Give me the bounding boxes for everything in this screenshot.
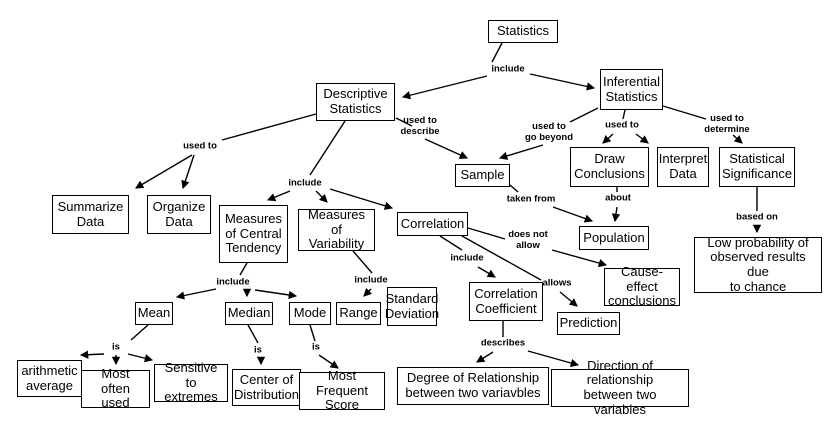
edge-label-taken-from: taken from xyxy=(506,193,556,205)
node-interpret-data[interactable]: Interpret Data xyxy=(657,147,709,187)
node-direction-relationship[interactable]: Direction of relationship between two va… xyxy=(551,358,689,416)
node-cause-effect[interactable]: Cause-effect conclusions xyxy=(604,264,680,308)
edge-label-used-to-left: used to xyxy=(183,140,217,152)
edge-usedto2-to-interpret xyxy=(635,133,649,144)
edge-gobeyond-to-sample xyxy=(498,144,544,160)
edge-label-does-not-allow: does not allow xyxy=(508,229,548,251)
edge-is3-to-mostfrequent xyxy=(318,354,339,369)
edge-label-based-on: based on xyxy=(736,211,778,223)
node-range[interactable]: Range xyxy=(336,302,381,325)
node-degree-relationship[interactable]: Degree of Relationship between two varia… xyxy=(397,367,549,405)
edge-about-to-population xyxy=(611,206,621,223)
edge-is-to-sensitive xyxy=(127,353,154,363)
edge-descriptive-to-usedto xyxy=(221,113,317,141)
node-low-probability[interactable]: Low probability of observed results due … xyxy=(694,235,822,293)
edge-usedto-to-summarize xyxy=(135,154,193,189)
node-inferential[interactable]: Inferential Statistics xyxy=(600,69,663,110)
edge-include2-to-correlation xyxy=(329,188,394,210)
node-statistical-significance[interactable]: Statistical Significance xyxy=(719,147,795,187)
edge-central-to-include4 xyxy=(239,262,248,276)
edge-allows-to-prediction xyxy=(559,291,578,307)
edge-is-to-arithmetic xyxy=(79,350,105,359)
node-summarize-data[interactable]: Summarize Data xyxy=(52,195,129,234)
edge-label-include-variability: include xyxy=(354,274,388,286)
edge-descriptive-to-include2 xyxy=(309,120,346,176)
node-standard-deviation[interactable]: Standard Deviation xyxy=(385,287,439,326)
edge-include2-to-central xyxy=(266,190,291,202)
node-correlation-coefficient[interactable]: Correlation Coefficient xyxy=(469,282,543,321)
node-draw-conclusions[interactable]: Draw Conclusions xyxy=(570,147,649,187)
node-median[interactable]: Median xyxy=(225,302,273,325)
node-mean[interactable]: Mean xyxy=(135,302,173,325)
edge-include4-to-mean xyxy=(175,288,217,300)
edge-include-to-inferential xyxy=(529,73,596,91)
node-organize-data[interactable]: Organize Data xyxy=(147,195,211,234)
edge-sample-to-takenfrom xyxy=(509,184,519,193)
edge-doesnot-to-causeeffect xyxy=(551,249,608,268)
edge-inferential-to-gobeyond xyxy=(569,107,599,123)
edge-label-is-median: is xyxy=(254,344,262,356)
edge-label-include-correlation: include xyxy=(450,252,484,264)
node-prediction[interactable]: Prediction xyxy=(557,312,620,335)
edge-variability-to-include5 xyxy=(352,250,373,274)
node-descriptive[interactable]: Descriptive Statistics xyxy=(316,83,395,121)
edge-label-is-mean: is xyxy=(112,341,120,353)
node-most-frequent-score[interactable]: Most Frequent Score xyxy=(299,368,385,412)
edge-include5-to-range xyxy=(363,287,373,297)
node-population[interactable]: Population xyxy=(579,226,649,250)
edge-label-about: about xyxy=(605,192,631,204)
edge-label-used-to-determine: used to determine xyxy=(704,113,750,135)
edge-statistics-to-include xyxy=(491,42,503,63)
edge-include4-to-mode xyxy=(254,289,298,300)
edge-label-describes: describes xyxy=(480,337,526,349)
node-sensitive-extremes[interactable]: Sensitive to extremes xyxy=(154,360,228,404)
edge-include3-to-coefficient xyxy=(477,266,496,278)
node-measures-central[interactable]: Measures of Central Tendency xyxy=(219,205,288,263)
edge-usedto-to-organize xyxy=(181,154,195,190)
node-most-often-used[interactable]: Most often used xyxy=(81,366,150,410)
edge-describes-to-degree xyxy=(476,351,494,363)
edge-label-include-descriptive: include xyxy=(288,177,322,189)
edge-label-is-mode: is xyxy=(312,341,320,353)
node-center-distribution[interactable]: Center of Distribution xyxy=(232,369,301,406)
edge-include2-to-variability xyxy=(315,190,328,203)
edge-label-used-to-draw: used to xyxy=(605,119,639,131)
edge-label-used-to-describe: used to describe xyxy=(400,115,440,137)
node-arithmetic-average[interactable]: arithmetic average xyxy=(17,360,82,397)
node-sample[interactable]: Sample xyxy=(455,164,510,187)
edge-inferential-to-determine xyxy=(662,105,707,120)
edge-takenfrom-to-population xyxy=(552,206,594,223)
edge-include-to-descriptive xyxy=(401,75,488,100)
edge-label-include-central: include xyxy=(216,276,250,288)
edge-determine-to-significance xyxy=(732,134,743,144)
edge-median-to-is2 xyxy=(247,324,259,344)
node-correlation[interactable]: Correlation xyxy=(397,212,468,236)
edge-mode-to-is3 xyxy=(309,324,316,342)
node-mode[interactable]: Mode xyxy=(289,302,331,325)
edge-correlation-to-doesnot xyxy=(467,227,506,240)
edge-mean-to-is xyxy=(130,324,149,341)
edge-label-used-to-go-beyond: used to go beyond xyxy=(524,121,574,143)
edge-inferential-to-usedto2 xyxy=(622,109,626,120)
edge-usedto2-to-draw xyxy=(602,133,614,144)
edge-label-allows: allows xyxy=(542,277,572,289)
node-statistics[interactable]: Statistics xyxy=(488,20,558,43)
node-measures-variability[interactable]: Measures of Variability xyxy=(298,207,375,251)
edge-label-include-top: include xyxy=(491,63,525,75)
edge-describe-to-sample xyxy=(424,138,469,159)
edge-correlation-to-include3 xyxy=(439,235,463,251)
